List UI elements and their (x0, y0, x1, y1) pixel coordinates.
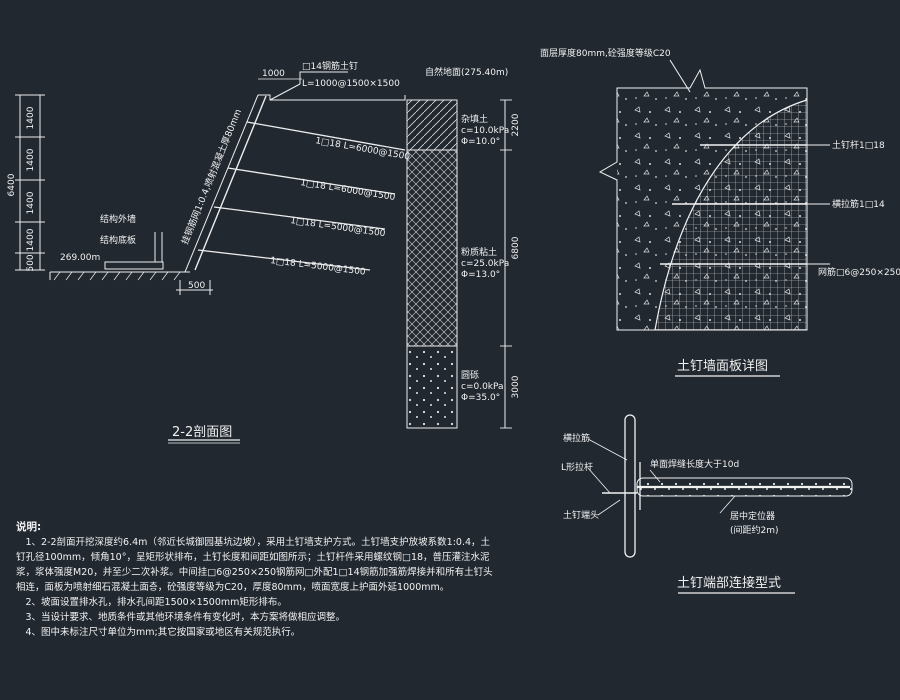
panel-title: 土钉墙面板详图 (677, 359, 768, 374)
soil-3-c: c=0.0kPa (461, 382, 504, 392)
slope-label: 挂钢筋网1:0.4,喷射混凝土厚80mm (179, 107, 244, 246)
dim-left-2: 1400 (26, 148, 36, 171)
note-1: 1、2-2剖面开挖深度约6.4m（邻近长城御园基坑边坡），采用土钉墙支护方式。土… (16, 537, 493, 593)
dim-left-1: 1400 (26, 106, 36, 129)
conn-label-centralizer: 居中定位器 (730, 510, 775, 522)
notes-title: 说明: (16, 521, 42, 533)
struct-wall-label: 结构外墙 (100, 213, 136, 225)
struct-slab-label: 结构底板 (100, 234, 136, 246)
ground-label: 自然地面(275.40m) (425, 66, 508, 78)
nail-label-4: 1□18 L=5000@1500 (270, 256, 367, 278)
connection-title: 土钉端部连接型式 (677, 575, 781, 591)
soil-3-phi: Φ=35.0° (461, 393, 500, 403)
nail-label-2: 1□18 L=6000@1500 (300, 178, 397, 203)
soil-1-c: c=10.0kPa (461, 126, 509, 136)
connection-detail: 横拉筋 L形拉杆 土钉端头 单面焊缝长度大于10d 居中定位器 (间距约2m) … (561, 414, 853, 594)
nail-label-1: 1□18 L=6000@1500 (314, 136, 410, 163)
dim-right-3: 3000 (511, 375, 521, 398)
soil-3-name: 圆砾 (461, 369, 479, 381)
dim-right-2: 6800 (511, 236, 521, 259)
soil-1-phi: Φ=10.0° (461, 137, 500, 147)
soil-2-phi: Φ=13.0° (461, 270, 500, 280)
bottom-dim: 500 (188, 281, 205, 291)
panel-top-label: 面层厚度80mm,砼强度等级C20 (540, 47, 671, 59)
panel-detail: 面层厚度80mm,砼强度等级C20 土钉杆1□18 横拉筋1□14 网筋□6@2… (540, 47, 900, 377)
dim-left-5: 500 (26, 254, 36, 271)
soil-2-name: 粉质粘土 (461, 246, 497, 258)
soil-1-name: 杂填土 (461, 113, 488, 125)
panel-label-bar: 横拉筋1□14 (832, 198, 885, 210)
nail-label-3: 1□18 L=5000@1500 (290, 216, 387, 239)
conn-label-weld: 单面焊缝长度大于10d (650, 458, 739, 470)
design-notes: 说明: 1、2-2剖面开挖深度约6.4m（邻近长城御园基坑边坡），采用土钉墙支护… (16, 520, 496, 640)
top-nail-length: L=1000@1500×1500 (302, 79, 400, 89)
elevation: 269.00m (60, 253, 100, 263)
section-title: 2-2剖面图 (172, 425, 232, 440)
conn-label-crossbar: 横拉筋 (563, 432, 590, 444)
conn-label-nailhead: 土钉端头 (563, 509, 599, 521)
conn-label-spacing: (间距约2m) (730, 524, 779, 536)
top-nail-label: □14钢筋土钉 (302, 60, 358, 72)
top-dim: 1000 (262, 69, 285, 79)
dim-left-total: 6400 (7, 173, 17, 196)
note-2: 2、坡面设置排水孔，排水孔间距1500×1500mm矩形排布。 (16, 597, 287, 608)
note-4: 4、图中未标注尺寸单位为mm;其它按国家或地区有关规范执行。 (16, 627, 301, 638)
panel-label-nail: 土钉杆1□18 (832, 139, 885, 151)
soil-2-c: c=25.0kPa (461, 259, 509, 269)
conn-label-lbar: L形拉杆 (561, 461, 593, 473)
panel-label-mesh: 网筋□6@250×250 (818, 266, 900, 278)
dim-left-3: 1400 (26, 191, 36, 214)
dim-right-1: 2200 (511, 113, 521, 136)
section-2-2 (15, 71, 512, 444)
note-3: 3、当设计要求、地质条件或其他环境条件有变化时，本方案将做相应调整。 (16, 612, 346, 623)
dim-left-4: 1400 (26, 228, 36, 251)
